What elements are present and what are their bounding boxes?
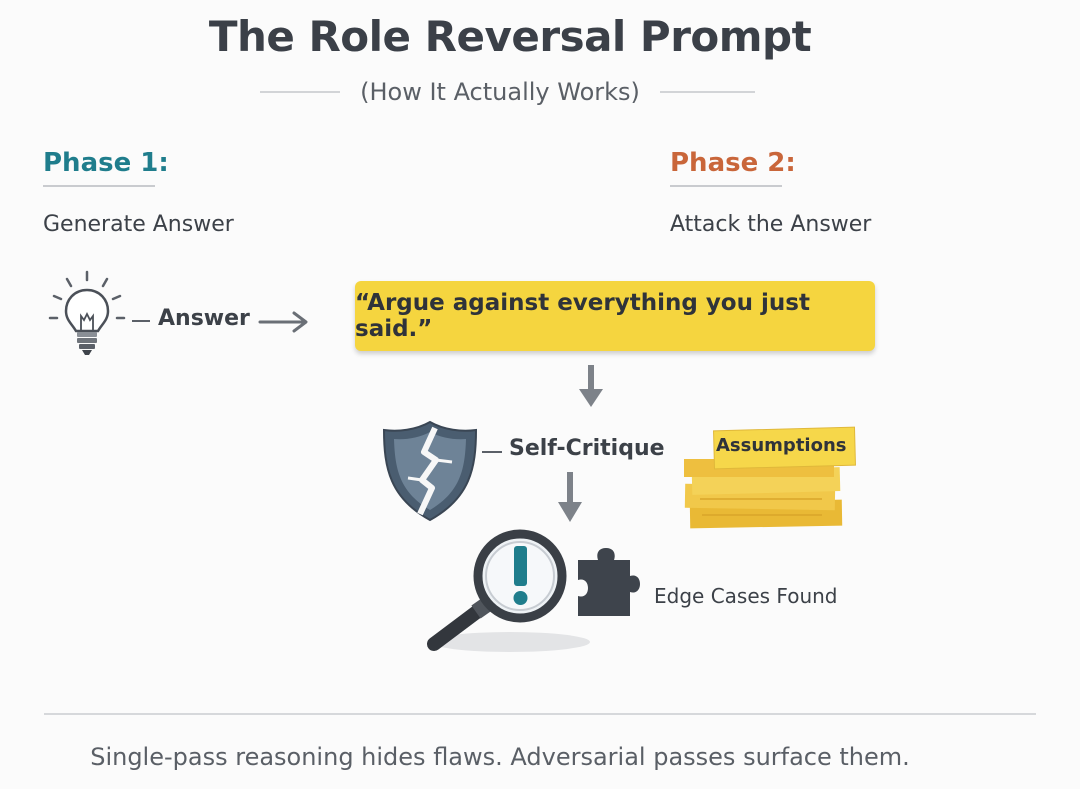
edge-cases-label: Edge Cases Found: [654, 584, 838, 608]
phase2-description: Attack the Answer: [670, 212, 872, 237]
lightbulb-icon: [40, 266, 140, 366]
prompt-quote-text: “Argue against everything you just said.…: [355, 290, 810, 342]
sticky-notes-icon: [682, 423, 857, 533]
phase1-label: Phase 1:: [43, 148, 169, 178]
page-subtitle: (How It Actually Works): [360, 78, 640, 106]
magnifying-glass-icon: [420, 528, 600, 660]
phase1-underline: [43, 185, 155, 187]
arrow-down-icon: [556, 470, 584, 526]
footer-caption: Single-pass reasoning hides flaws. Adver…: [90, 743, 910, 771]
bottom-divider: [44, 713, 1036, 715]
prompt-quote-box: “Argue against everything you just said.…: [355, 281, 875, 351]
self-critique-label: Self-Critique: [509, 436, 665, 461]
phase2-label: Phase 2:: [670, 148, 796, 178]
cracked-shield-icon: [380, 418, 480, 524]
arrow-down-icon: [577, 363, 605, 411]
subtitle-rule-right: [660, 91, 755, 93]
connector-dash: [132, 320, 150, 322]
puzzle-piece-icon: [574, 546, 640, 618]
arrow-right-icon: [258, 308, 314, 336]
page-title: The Role Reversal Prompt: [208, 12, 812, 61]
connector-dash: [482, 451, 502, 453]
assumptions-label: Assumptions: [716, 435, 847, 456]
subtitle-rule-left: [260, 91, 340, 93]
phase1-description: Generate Answer: [43, 212, 234, 237]
phase2-underline: [670, 185, 782, 187]
answer-label: Answer: [158, 306, 250, 331]
